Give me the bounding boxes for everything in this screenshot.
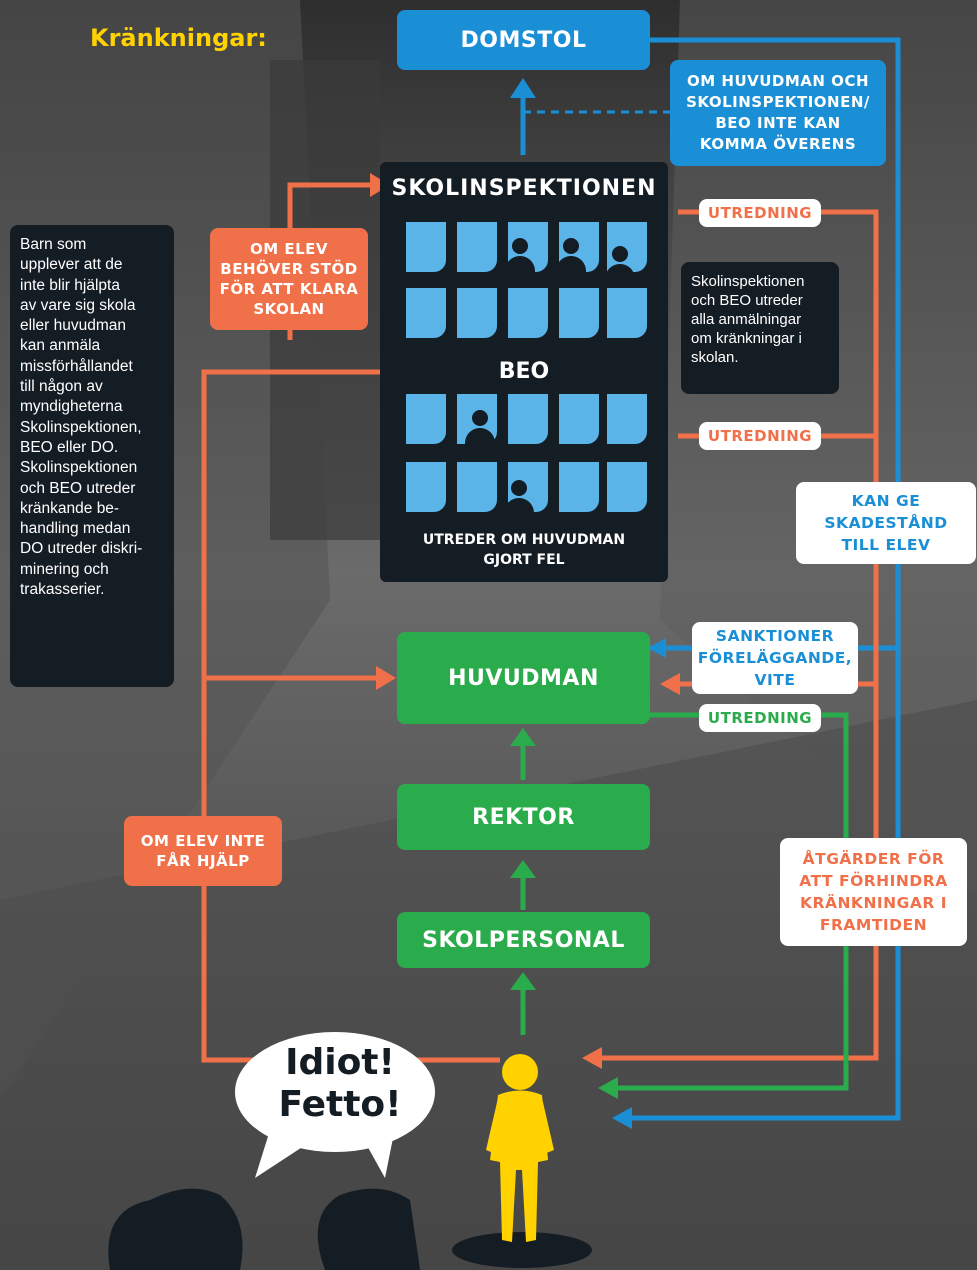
kan-ge-line-2: SKADESTÅND — [824, 514, 948, 532]
skolinspektionen-note: Skolinspektionen och BEO utreder alla an… — [681, 262, 839, 394]
skolpersonal-box: SKOLPERSONAL — [397, 912, 650, 968]
window — [457, 222, 497, 272]
left-note-line: BEO eller DO. — [20, 438, 119, 456]
left-note-line: kan anmäla — [20, 337, 101, 355]
skolinsp-note-line: skolan. — [691, 349, 739, 366]
om-huvudman-line-2: SKOLINSPEKTIONEN/ — [686, 93, 870, 111]
left-note-line: myndigheterna — [20, 398, 123, 416]
atgarder-line-1: ÅTGÄRDER FÖR — [802, 850, 945, 868]
person-body-icon — [605, 264, 635, 280]
bully-silhouettes — [108, 1188, 420, 1270]
left-note-line: Barn som — [20, 236, 87, 253]
om-huvudman-line-1: OM HUVUDMAN OCH — [687, 72, 869, 90]
left-note-line: Skolinspektionen, — [20, 418, 142, 436]
person-body-icon — [465, 428, 495, 444]
window — [607, 394, 647, 444]
left-info-note: Barn som upplever att de inte blir hjälp… — [10, 225, 174, 687]
om-elev-inte-line-1: OM ELEV INTE — [140, 832, 266, 850]
om-elev-stod-line-2: BEHÖVER STÖD — [220, 260, 358, 278]
skolinsp-note-line: Skolinspektionen — [691, 273, 805, 290]
speech-line-2: Fetto! — [278, 1084, 402, 1125]
window — [508, 394, 548, 444]
left-note-line: kränkande be- — [20, 499, 120, 517]
atgarder-line-3: KRÄNKNINGAR I — [800, 894, 947, 912]
left-note-line: trakasserier. — [20, 581, 105, 599]
person-head-icon — [563, 238, 579, 254]
left-note-line: minering och — [20, 560, 109, 578]
left-note-line: eller huvudman — [20, 317, 126, 335]
skolinspektionen-label: SKOLINSPEKTIONEN — [391, 176, 657, 201]
person-head-icon — [511, 480, 527, 496]
skolinsp-note-line: alla anmälningar — [691, 311, 802, 328]
window — [406, 462, 446, 512]
left-note-line: DO utreder diskri- — [20, 540, 143, 558]
utreder-om-line-2: GJORT FEL — [483, 552, 565, 568]
person-body-icon — [505, 256, 535, 272]
speech-bubble — [235, 1032, 435, 1178]
left-note-line: till någon av — [20, 378, 103, 396]
om-elev-stod-line-3: FÖR ATT KLARA — [219, 280, 359, 298]
window — [406, 394, 446, 444]
person-head-icon — [512, 238, 528, 254]
window — [508, 288, 548, 338]
kan-ge-skadestand-box: KAN GE SKADESTÅND TILL ELEV — [796, 482, 976, 564]
window — [607, 288, 647, 338]
om-elev-stod-line-1: OM ELEV — [249, 240, 329, 258]
beo-label: BEO — [498, 359, 550, 384]
student-figure — [452, 1054, 592, 1268]
om-elev-inte-far-hjalp-box: OM ELEV INTE FÅR HJÄLP — [124, 816, 282, 886]
skolinsp-note-line: om kränkningar i — [691, 330, 802, 347]
left-note-line: Skolinspektionen — [20, 459, 138, 477]
sanktioner-line-2: FÖRELÄGGANDE, — [697, 649, 853, 667]
om-huvudman-line-3: BEO INTE KAN — [715, 114, 841, 132]
atgarder-line-4: FRAMTIDEN — [819, 916, 928, 934]
window — [457, 462, 497, 512]
rektor-box: REKTOR — [397, 784, 650, 850]
left-note-line: och BEO utreder — [20, 479, 136, 497]
huvudman-box: HUVUDMAN — [397, 632, 650, 724]
window — [406, 288, 446, 338]
domstol-box: DOMSTOL — [397, 10, 650, 70]
left-note-line: inte blir hjälpta — [20, 276, 120, 294]
window — [607, 222, 647, 272]
left-note-line: av vare sig skola — [20, 296, 136, 314]
person-body-icon — [556, 256, 586, 272]
kan-ge-line-1: KAN GE — [851, 492, 921, 510]
utredning-label-skolinspektionen: UTREDNING — [699, 199, 821, 227]
speech-text: Idiot! Fetto! — [250, 1042, 430, 1126]
om-elev-behover-stod-box: OM ELEV BEHÖVER STÖD FÖR ATT KLARA SKOLA… — [210, 228, 368, 330]
person-body-icon — [504, 498, 534, 514]
window — [607, 462, 647, 512]
om-huvudman-box: OM HUVUDMAN OCH SKOLINSPEKTIONEN/ BEO IN… — [670, 60, 886, 166]
page-title: Kränkningar: — [90, 24, 267, 52]
window — [457, 288, 497, 338]
utredning-label-beo: UTREDNING — [699, 422, 821, 450]
om-elev-stod-line-4: SKOLAN — [253, 300, 325, 318]
person-head-icon — [612, 246, 628, 262]
left-note-line: missförhållandet — [20, 357, 133, 375]
left-note-line: handling medan — [20, 520, 131, 538]
kan-ge-line-3: TILL ELEV — [841, 536, 931, 554]
sanktioner-line-1: SANKTIONER — [715, 627, 835, 645]
om-huvudman-line-4: KOMMA ÖVERENS — [699, 135, 857, 153]
sanktioner-line-3: VITE — [754, 671, 796, 689]
utreder-om-line-1: UTREDER OM HUVUDMAN — [422, 532, 626, 548]
atgarder-box: ÅTGÄRDER FÖR ATT FÖRHINDRA KRÄNKNINGAR I… — [780, 838, 967, 946]
sanktioner-box: SANKTIONER FÖRELÄGGANDE, VITE — [692, 622, 858, 694]
window — [559, 394, 599, 444]
left-note-line: upplever att de — [20, 256, 123, 274]
window — [559, 462, 599, 512]
utreder-om-label: UTREDER OM HUVUDMAN GJORT FEL — [380, 530, 668, 570]
skolinsp-note-line: och BEO utreder — [691, 292, 803, 309]
speech-line-1: Idiot! — [285, 1042, 395, 1083]
utredning-label-huvudman: UTREDNING — [699, 704, 821, 732]
atgarder-line-2: ATT FÖRHINDRA — [799, 872, 948, 890]
om-elev-inte-line-2: FÅR HJÄLP — [156, 852, 250, 870]
window — [406, 222, 446, 272]
window — [559, 288, 599, 338]
person-head-icon — [472, 410, 488, 426]
